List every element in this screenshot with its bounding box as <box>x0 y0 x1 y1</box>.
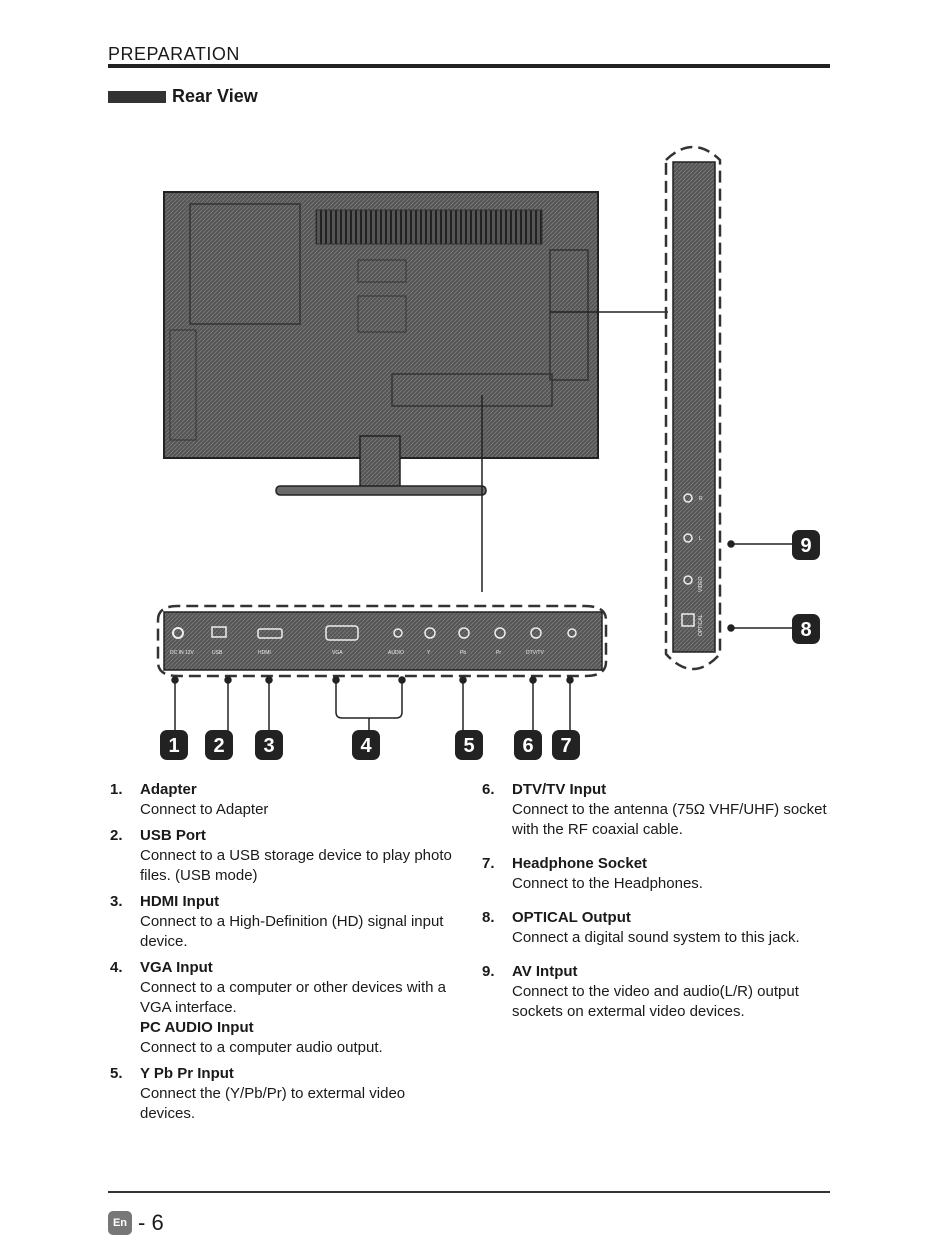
list-item: 3. HDMI Input Connect to a High-Definiti… <box>110 892 466 952</box>
tv-rear-body <box>163 191 599 459</box>
side-port-panel: R L VIDEO OPTICAL <box>681 493 704 636</box>
item-title: OPTICAL Output <box>512 909 631 926</box>
list-item: 5. Y Pb Pr Input Connect the (Y/Pb/Pr) t… <box>110 1064 466 1124</box>
item-description: Connect to Adapter <box>140 801 269 818</box>
item-subtitle: PC AUDIO Input <box>140 1019 254 1036</box>
callout-badge-5 <box>455 730 483 760</box>
item-number: 9. <box>482 963 495 980</box>
callout-badge-8 <box>792 614 820 644</box>
svg-text:4: 4 <box>360 735 372 757</box>
svg-text:USB: USB <box>212 650 223 656</box>
header-rule <box>108 64 830 68</box>
item-title: USB Port <box>140 827 206 844</box>
svg-text:VIDEO: VIDEO <box>698 576 704 592</box>
list-item: 9. AV Intput Connect to the video and au… <box>482 962 838 1022</box>
svg-text:DC IN 12V: DC IN 12V <box>170 650 195 656</box>
item-title: DTV/TV Input <box>512 781 607 798</box>
callout-badge-6 <box>514 730 542 760</box>
list-item: 1. Adapter Connect to Adapter <box>110 780 466 820</box>
item-description: Connect a digital sound system to this j… <box>512 929 800 946</box>
svg-text:HDMI: HDMI <box>258 650 271 656</box>
item-title: Adapter <box>140 781 197 798</box>
rear-view-diagram: DC IN 12V USB HDMI VGA AUDIO Y Pb Pr DTV… <box>156 145 820 760</box>
svg-text:DTV/TV: DTV/TV <box>526 650 544 656</box>
item-description: Connect to a USB storage device to play … <box>140 847 452 884</box>
item-subdescription: Connect to a computer audio output. <box>140 1039 383 1056</box>
svg-text:8: 8 <box>800 619 811 641</box>
pc-audio-jack <box>393 628 403 638</box>
svg-text:L: L <box>699 536 702 542</box>
svg-text:3: 3 <box>263 735 274 757</box>
callout-badge-9 <box>792 530 820 560</box>
callout-badge-4 <box>352 730 380 760</box>
item-number: 2. <box>110 827 123 844</box>
svg-text:9: 9 <box>800 535 811 557</box>
svg-text:VGA: VGA <box>332 650 343 656</box>
subheading: Rear View <box>108 86 258 107</box>
list-item: 4. VGA Input Connect to a computer or ot… <box>110 958 466 1058</box>
item-description: Connect to the Headphones. <box>512 875 703 892</box>
item-number: 4. <box>110 959 123 976</box>
optical-port <box>681 613 695 627</box>
tv-stand <box>275 435 487 496</box>
list-item: 6. DTV/TV Input Connect to the antenna (… <box>482 780 838 840</box>
callout-badge-2 <box>205 730 233 760</box>
svg-text:6: 6 <box>522 735 533 757</box>
svg-text:7: 7 <box>560 735 571 757</box>
svg-text:1: 1 <box>168 735 179 757</box>
item-number: 8. <box>482 909 495 926</box>
subheading-text: Rear View <box>172 86 258 106</box>
item-number: 5. <box>110 1065 123 1082</box>
hdmi-port <box>257 628 283 639</box>
svg-text:Y: Y <box>427 650 431 656</box>
section-title: PREPARATION <box>108 44 240 64</box>
item-description: Connect to a High-Definition (HD) signal… <box>140 913 444 950</box>
svg-text:Pb: Pb <box>460 650 466 656</box>
usb-port <box>211 626 227 638</box>
callout-badge-1 <box>160 730 188 760</box>
bottom-port-panel: DC IN 12V USB HDMI VGA AUDIO Y Pb Pr DTV… <box>170 625 577 656</box>
item-number: 6. <box>482 781 495 798</box>
callout-badge-7 <box>552 730 580 760</box>
dc-in-port <box>172 627 184 639</box>
item-title: Headphone Socket <box>512 855 648 872</box>
list-item: 8. OPTICAL Output Connect a digital soun… <box>482 908 838 948</box>
vga-port <box>325 625 359 641</box>
item-number: 3. <box>110 893 123 910</box>
item-description: Connect the (Y/Pb/Pr) to extermal video … <box>140 1085 406 1122</box>
svg-text:5: 5 <box>463 735 474 757</box>
description-column-right: 6. DTV/TV Input Connect to the antenna (… <box>482 780 838 1028</box>
svg-text:R: R <box>699 496 703 502</box>
item-number: 1. <box>110 781 123 798</box>
svg-text:OPTICAL: OPTICAL <box>698 614 704 636</box>
pr-jack <box>494 627 506 639</box>
list-item: 7. Headphone Socket Connect to the Headp… <box>482 854 838 894</box>
callout-badge-3 <box>255 730 283 760</box>
item-title: AV Intput <box>512 963 578 980</box>
svg-text:2: 2 <box>213 735 224 757</box>
item-title: Y Pb Pr Input <box>140 1065 234 1082</box>
video-jack <box>683 575 693 585</box>
item-description: Connect to the antenna (75Ω VHF/UHF) soc… <box>512 801 827 838</box>
svg-text:Pr: Pr <box>496 650 501 656</box>
item-title: VGA Input <box>140 959 213 976</box>
headphone-jack <box>567 628 577 638</box>
dtv-tv-port <box>530 627 542 639</box>
svg-text:AUDIO: AUDIO <box>388 650 404 656</box>
language-badge: En <box>108 1211 132 1235</box>
audio-r-jack <box>683 493 693 503</box>
footer-rule <box>108 1191 830 1193</box>
item-number: 7. <box>482 855 495 872</box>
heading-bar <box>108 90 166 103</box>
item-description: Connect to a computer or other devices w… <box>140 979 446 1016</box>
page-footer: En - 6 <box>108 1210 164 1236</box>
pb-jack <box>458 627 470 639</box>
item-description: Connect to the video and audio(L/R) outp… <box>512 983 799 1020</box>
list-item: 2. USB Port Connect to a USB storage dev… <box>110 826 466 886</box>
y-jack <box>424 627 436 639</box>
item-title: HDMI Input <box>140 893 220 910</box>
page-number: - 6 <box>138 1210 164 1235</box>
audio-l-jack <box>683 533 693 543</box>
description-column-left: 1. Adapter Connect to Adapter 2. USB Por… <box>110 780 466 1130</box>
